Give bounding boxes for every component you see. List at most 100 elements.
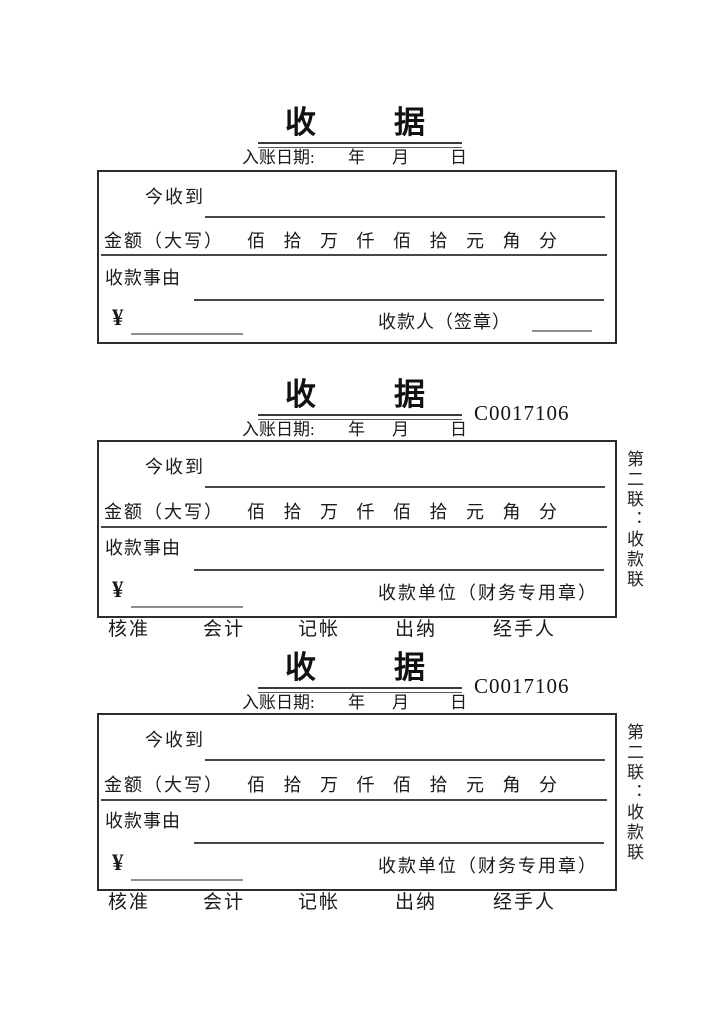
currency-symbol: ¥	[112, 305, 124, 330]
serial-number: C0017106	[474, 401, 570, 425]
amount-unit: 元	[466, 775, 484, 795]
amount-unit: 仟	[356, 231, 375, 251]
received-from-label: 今收到	[145, 730, 205, 750]
amount-in-words-label: 金额（大写）	[104, 231, 224, 251]
title-char: 收	[285, 105, 316, 140]
receipt-copy-3: 收 据 C0017106 入账日期: 年 月 日 今收到 金额（大写） 佰 拾 …	[0, 645, 720, 917]
payee-unit-seal-label: 收款单位（财务专用章）	[378, 856, 598, 876]
amount-unit: 拾	[283, 231, 302, 251]
payer-fill-line	[205, 759, 605, 761]
amount-unit: 佰	[247, 502, 265, 522]
amount-in-words-label: 金额（大写）	[104, 775, 224, 795]
amount-unit: 佰	[393, 502, 411, 522]
amount-words-fill-line	[101, 526, 607, 528]
date-day-label: 日	[450, 148, 467, 167]
date-year-label: 年	[348, 148, 365, 167]
payee-signature-label: 收款人（签章）	[378, 312, 511, 332]
amount-unit: 元	[466, 502, 484, 522]
payment-reason-label: 收款事由	[105, 268, 181, 288]
amount-unit: 角	[502, 775, 521, 795]
title-char: 据	[394, 650, 425, 685]
currency-symbol: ¥	[112, 850, 124, 875]
bookkeeper-label: 记帐	[298, 892, 341, 913]
amount-unit: 拾	[429, 502, 448, 522]
reason-fill-line	[194, 842, 604, 844]
title-double-rule	[258, 414, 462, 420]
amount-unit: 角	[502, 502, 521, 522]
title-char: 据	[394, 105, 425, 140]
title-double-rule	[258, 687, 462, 693]
amount-unit: 分	[539, 502, 557, 522]
bookkeeper-label: 记帐	[298, 619, 341, 640]
receipt-title: 收 据	[97, 652, 613, 683]
cashier-label: 出纳	[395, 619, 438, 640]
date-day-label: 日	[450, 420, 467, 439]
signature-fill-line	[532, 330, 592, 332]
receipt-form-box: 今收到 金额（大写） 佰 拾 万 仟 佰 拾 元 角 分 收款事由 ¥ 收款单位…	[97, 440, 617, 618]
accountant-label: 会计	[203, 892, 246, 913]
date-year-label: 年	[348, 420, 365, 439]
amount-unit-row: 佰 拾 万 仟 佰 拾 元 角 分	[247, 503, 557, 521]
payment-reason-label: 收款事由	[105, 811, 181, 831]
amount-unit: 佰	[247, 775, 265, 795]
receipt-copy-2: 收 据 C0017106 入账日期: 年 月 日 今收到 金额（大写） 佰 拾 …	[0, 372, 720, 645]
payment-reason-label: 收款事由	[105, 538, 181, 558]
payer-fill-line	[205, 216, 605, 218]
title-char: 收	[285, 377, 316, 412]
amount-unit: 万	[320, 231, 338, 251]
payee-unit-seal-label: 收款单位（财务专用章）	[378, 583, 598, 603]
title-char: 据	[394, 377, 425, 412]
amount-unit: 角	[502, 231, 521, 251]
amount-unit: 佰	[393, 231, 411, 251]
receipt-copy-1: 收 据 入账日期: 年 月 日 今收到 金额（大写） 佰 拾 万 仟 佰 拾 元…	[0, 100, 720, 362]
payer-fill-line	[205, 486, 605, 488]
amount-unit: 拾	[429, 775, 448, 795]
received-from-label: 今收到	[145, 457, 205, 477]
copy-number-vertical-label: 第二联：收款联	[624, 450, 643, 590]
receipt-form-box: 今收到 金额（大写） 佰 拾 万 仟 佰 拾 元 角 分 收款事由 ¥ 收款单位…	[97, 713, 617, 891]
handler-label: 经手人	[493, 619, 557, 640]
serial-number: C0017106	[474, 674, 570, 698]
approver-label: 核准	[108, 892, 151, 913]
amount-unit: 分	[539, 231, 557, 251]
receipt-title: 收 据	[97, 379, 613, 410]
receipt-title: 收 据	[97, 107, 613, 138]
amount-unit-row: 佰 拾 万 仟 佰 拾 元 角 分	[247, 776, 557, 794]
amount-unit: 拾	[429, 231, 448, 251]
date-month-label: 月	[392, 693, 409, 712]
reason-fill-line	[194, 569, 604, 571]
received-from-label: 今收到	[145, 187, 205, 207]
entry-date-label: 入账日期:	[242, 693, 315, 712]
approver-label: 核准	[108, 619, 151, 640]
amount-unit: 佰	[393, 775, 411, 795]
amount-figures-fill-line	[131, 606, 243, 608]
amount-unit: 仟	[356, 775, 375, 795]
amount-unit: 分	[539, 775, 557, 795]
amount-unit: 佰	[247, 231, 265, 251]
amount-unit: 仟	[356, 502, 375, 522]
title-double-rule	[258, 142, 462, 148]
amount-unit: 拾	[283, 775, 302, 795]
entry-date-label: 入账日期:	[242, 420, 315, 439]
amount-figures-fill-line	[131, 879, 243, 881]
amount-in-words-label: 金额（大写）	[104, 502, 224, 522]
date-year-label: 年	[348, 693, 365, 712]
amount-unit: 元	[466, 231, 484, 251]
receipt-form-box: 今收到 金额（大写） 佰 拾 万 仟 佰 拾 元 角 分 收款事由 ¥ 收款人（…	[97, 170, 617, 344]
handler-label: 经手人	[493, 892, 557, 913]
currency-symbol: ¥	[112, 577, 124, 602]
reason-fill-line	[194, 299, 604, 301]
title-char: 收	[285, 650, 316, 685]
amount-unit-row: 佰 拾 万 仟 佰 拾 元 角 分	[247, 232, 557, 250]
amount-words-fill-line	[101, 799, 607, 801]
date-month-label: 月	[392, 420, 409, 439]
accountant-label: 会计	[203, 619, 246, 640]
amount-unit: 拾	[283, 502, 302, 522]
date-day-label: 日	[450, 693, 467, 712]
cashier-label: 出纳	[395, 892, 438, 913]
amount-unit: 万	[320, 775, 338, 795]
entry-date-label: 入账日期:	[242, 148, 315, 167]
date-month-label: 月	[392, 148, 409, 167]
copy-number-vertical-label: 第二联：收款联	[624, 723, 643, 863]
